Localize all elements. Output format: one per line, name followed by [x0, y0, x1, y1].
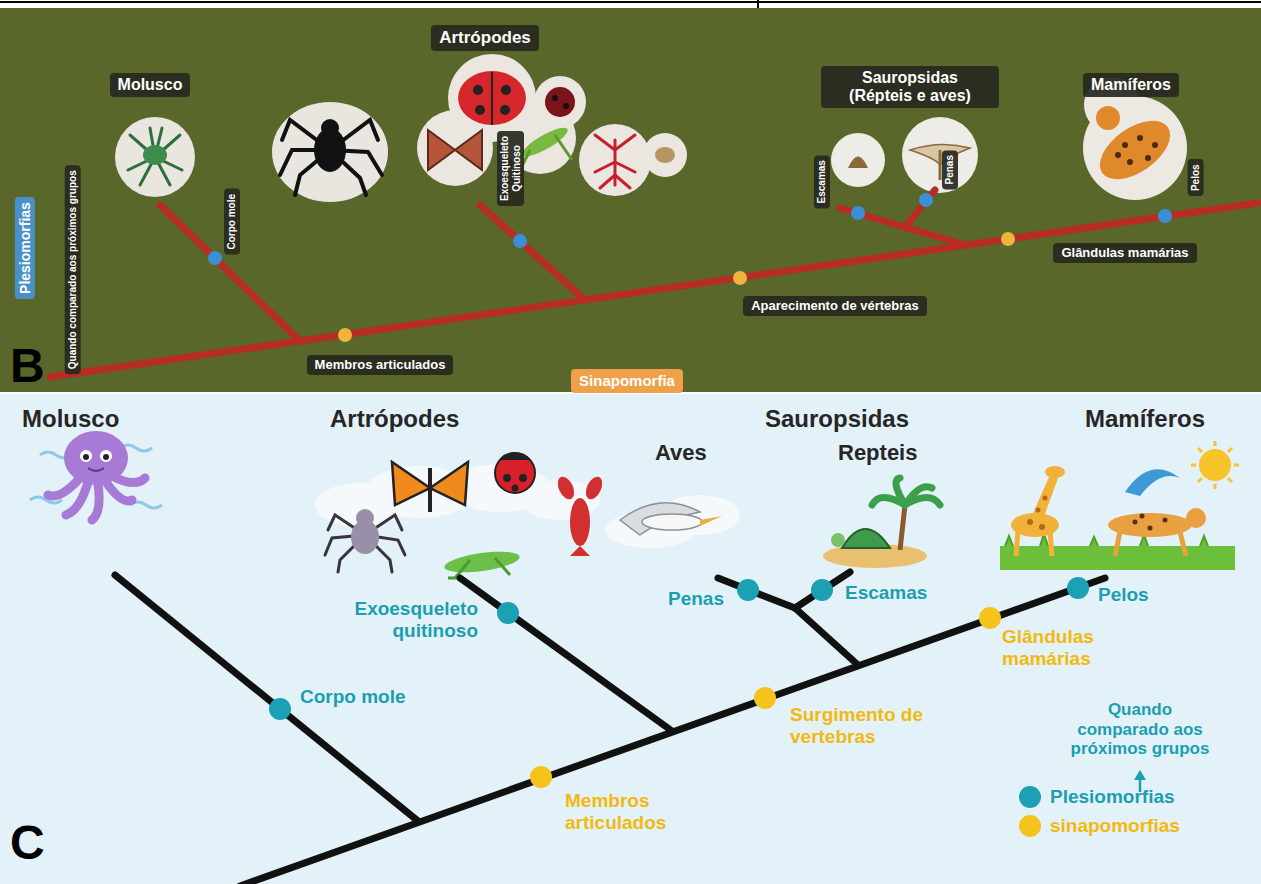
node-text: Membros articulados [315, 358, 446, 373]
panel-letter: C [10, 815, 45, 870]
group-heading: Molusco [22, 405, 119, 433]
node-text: Corpo mole [226, 194, 238, 250]
node-text: Aparecimento de vértebras [751, 299, 919, 314]
note-tag: Quando comparado aos próximos grupos [64, 166, 80, 375]
group-heading: Sauropsidas [765, 405, 909, 433]
node-text: Sauropsidas (Répteis e aves) [829, 69, 991, 106]
node-text: Pelos [1189, 165, 1201, 192]
legend-swatch [1019, 786, 1041, 808]
legend-text: Plesiomorfias [1050, 786, 1175, 808]
trait-tag: Membros articulados [307, 355, 454, 376]
trait-label: Penas [668, 588, 724, 610]
trait-label: Membros articulados [565, 790, 666, 834]
group-label: Mamíferos [1083, 73, 1179, 97]
trait-label: Escamas [845, 582, 927, 604]
trait-tag: Glândulas mamárias [1053, 243, 1196, 264]
node-text: Escamas [816, 160, 828, 203]
trait-label: Exoesqueleto quitinoso [354, 598, 478, 642]
node-text: Exoesqueleto Quitinoso [499, 136, 522, 201]
panel-letter: B [10, 338, 45, 393]
trait-label: Surgimento de vertebras [790, 704, 940, 748]
node-text: Quando comparado aos próximos grupos [66, 171, 78, 370]
note: Quando comparado aos próximos grupos [1065, 700, 1215, 759]
node-text: Sinapomorfia [579, 372, 675, 389]
group-heading: Aves [655, 440, 707, 465]
trait-tag: Escamas [814, 155, 830, 208]
group-label: Molusco [110, 73, 191, 97]
node-text: Mamíferos [1091, 76, 1171, 94]
trait-tag: Corpo mole [224, 189, 240, 255]
group-heading: Mamíferos [1085, 405, 1205, 433]
group-label: Artrópodes [431, 25, 539, 51]
node-text: Artrópodes [439, 28, 531, 48]
node-text: Plesiomorfias [17, 202, 33, 294]
group-label: Sauropsidas (Répteis e aves) [821, 66, 999, 109]
key-tag: Sinapomorfia [571, 369, 683, 392]
trait-tag: Exoesqueleto Quitinoso [497, 131, 524, 206]
key-tag: Plesiomorfias [15, 197, 35, 299]
group-heading: Repteis [838, 440, 917, 465]
trait-tag: Aparecimento de vértebras [743, 296, 927, 317]
trait-tag: Pelos [1187, 160, 1203, 197]
trait-label: Corpo mole [300, 686, 406, 708]
legend-text: sinapomorfias [1050, 815, 1180, 837]
node-text: Molusco [118, 76, 183, 94]
trait-label: Pelos [1098, 584, 1149, 606]
legend-swatch [1019, 815, 1041, 837]
trait-tag: Penas [942, 150, 958, 189]
group-heading: Artrópodes [330, 405, 459, 433]
trait-label: Glândulas mamárias [1002, 626, 1094, 670]
node-text: Penas [944, 155, 956, 184]
node-text: Glândulas mamárias [1061, 246, 1188, 261]
